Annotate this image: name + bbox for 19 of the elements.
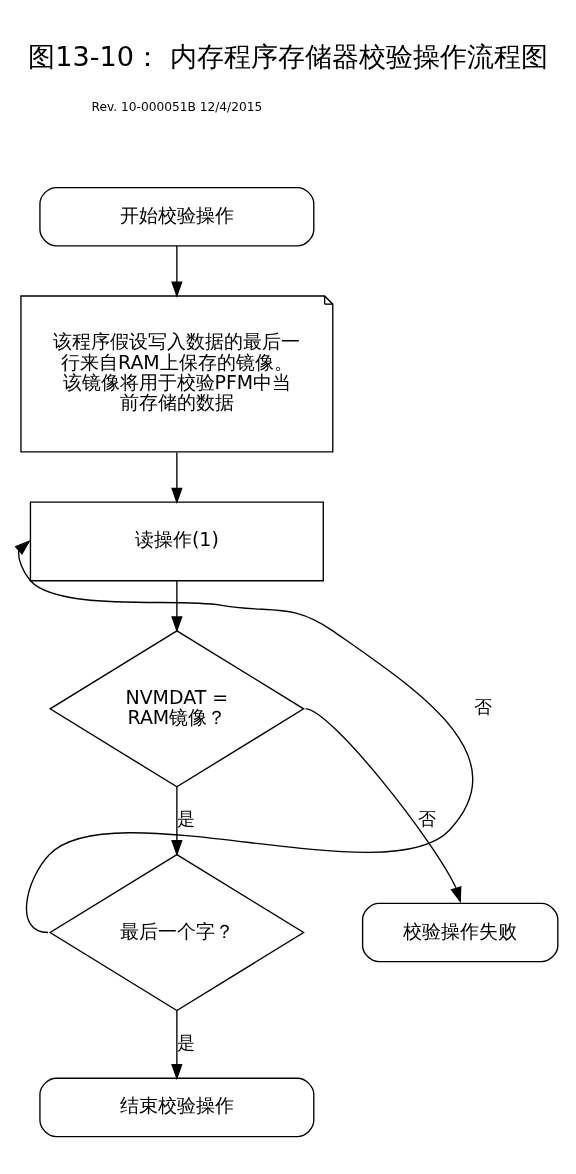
node-box: 读操作(1)	[29, 500, 324, 581]
label: Rev. 10-000051B 12/4/2015	[91, 99, 263, 114]
node-diamond: NVMDAT = RAM镜像？	[48, 629, 305, 788]
node-box: 开始校验操作	[39, 186, 315, 247]
arrow	[171, 244, 183, 298]
edge-label: 是	[176, 808, 195, 829]
arrow	[171, 1009, 183, 1080]
node-diamond: 最后一个字？	[48, 853, 305, 1011]
arrow	[305, 707, 462, 903]
node-box: 结束校验操作	[39, 1077, 315, 1137]
edge-label: 否	[418, 808, 436, 829]
diagram-title: 图13-10： 内存程序存储器校验操作流程图	[28, 40, 548, 72]
edge-label: 是	[176, 1032, 195, 1053]
arrow	[171, 579, 183, 633]
edge-label: 否	[473, 696, 492, 717]
arrow	[171, 785, 183, 856]
arrow	[171, 451, 183, 504]
arrow	[14, 539, 474, 933]
node-box: 校验操作失败	[361, 902, 559, 962]
